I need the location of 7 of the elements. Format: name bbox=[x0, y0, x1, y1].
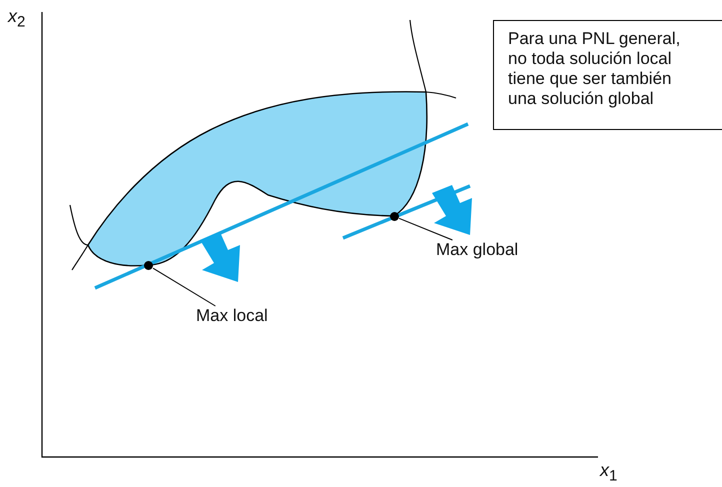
callout-text: Max local bbox=[196, 306, 268, 326]
leader-line bbox=[398, 218, 453, 240]
note-box: Para una PNL general, no toda solución local tiene que ser también una solución global bbox=[493, 20, 722, 130]
axis-label: x$_{2}$ bbox=[8, 6, 26, 33]
axis-label: x$_{1}$ bbox=[600, 460, 618, 487]
leader-line bbox=[152, 268, 216, 306]
callout-text: Max global bbox=[436, 240, 518, 260]
